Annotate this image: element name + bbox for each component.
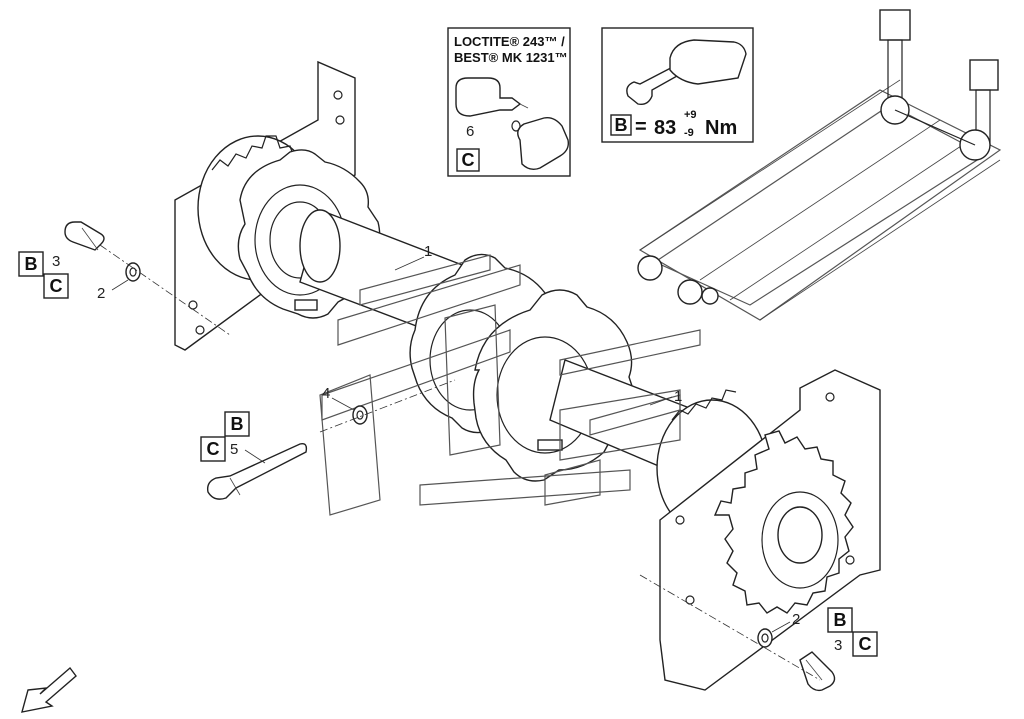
left-reference-boxes: B C [18, 251, 69, 299]
callout-shaft-upper: 1 [424, 243, 432, 260]
center-washer-4 [352, 405, 368, 425]
right-reference-boxes: B C [827, 607, 878, 657]
callout-bolt-left: 3 [52, 253, 60, 270]
svg-text:B: B [231, 414, 244, 434]
callout-long-bolt: 5 [230, 441, 238, 458]
callout-washer-left: 2 [97, 285, 105, 302]
left-bolt-3 [64, 221, 105, 251]
direction-arrow-icon [21, 666, 77, 713]
lower-rear-sprocket [713, 430, 854, 614]
callout-bolt-right: 3 [834, 637, 842, 654]
right-bolt-3 [799, 651, 836, 692]
applying-hand-icon [511, 116, 570, 171]
svg-text:C: C [859, 634, 872, 654]
right-washer-2 [757, 628, 773, 648]
callout-washer-center: 4 [322, 385, 330, 402]
adhesive-bottle-icon [455, 77, 529, 117]
svg-text:C: C [50, 276, 63, 296]
long-bolt-5 [206, 442, 308, 500]
svg-text:-9: -9 [684, 127, 694, 139]
svg-text:+9: +9 [684, 109, 697, 121]
svg-text:=: = [635, 116, 647, 138]
callout-adhesive-6: 6 [466, 123, 474, 140]
callout-shaft-lower: 1 [674, 388, 682, 405]
svg-text:B: B [834, 610, 847, 630]
torque-unit: Nm [705, 117, 737, 139]
adhesive-line-1: LOCTITE® 243™ / [454, 34, 565, 49]
lower-shaft-assembly [472, 289, 881, 691]
left-washer-2 [125, 262, 141, 282]
adhesive-panel: LOCTITE® 243™ / BEST® MK 1231™ 6 C [447, 27, 571, 177]
conveyor-overview [637, 9, 1002, 321]
torque-value: 83 [654, 117, 676, 139]
center-reference-boxes: B C [200, 411, 250, 462]
wrench-icon [626, 39, 747, 106]
conveyor-drive-right [959, 59, 999, 161]
conveyor-drive-left [879, 9, 911, 125]
adhesive-line-2: BEST® MK 1231™ [454, 50, 568, 65]
torque-panel: B = 83 +9 -9 Nm [601, 27, 754, 143]
conveyor-tail-rollers [637, 255, 719, 305]
svg-text:B: B [615, 115, 628, 135]
svg-text:B: B [25, 254, 38, 274]
svg-text:C: C [207, 439, 220, 459]
guide-plates-outline [319, 254, 701, 516]
svg-text:C: C [462, 150, 475, 170]
callout-washer-right: 2 [792, 611, 800, 628]
